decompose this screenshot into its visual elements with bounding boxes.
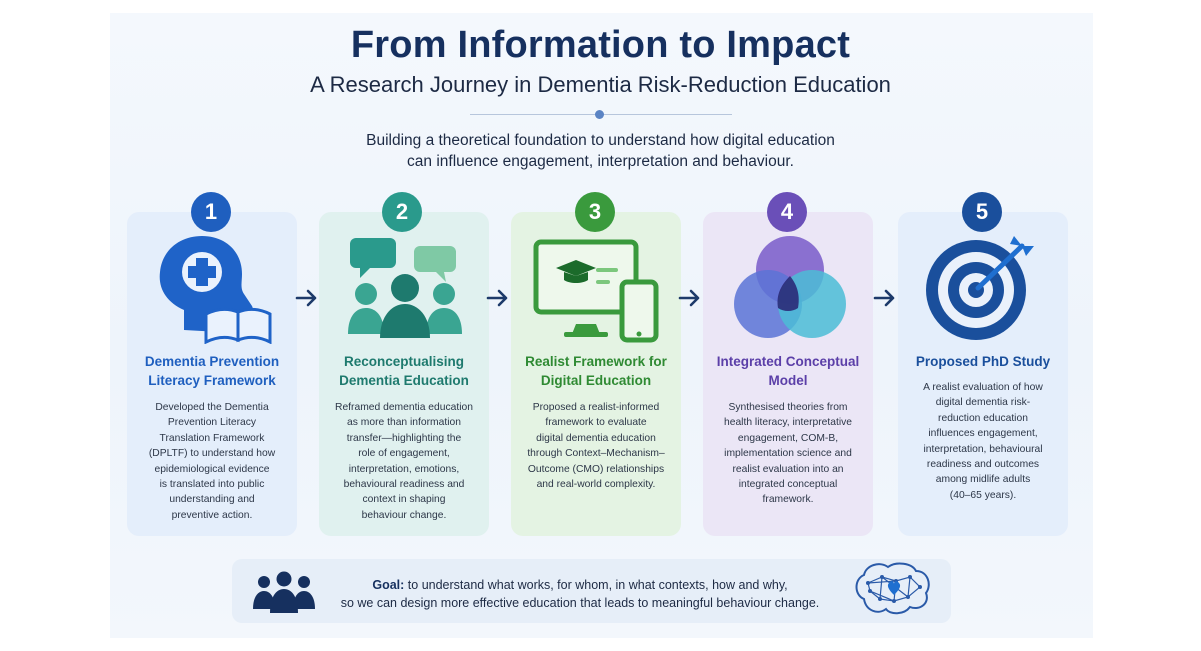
goal-statement: Goal: to understand what works, for whom… bbox=[300, 576, 860, 612]
step-description-line: health literacy, interpretative bbox=[723, 417, 852, 429]
step-description-line: transfer—highlighting the bbox=[346, 432, 462, 444]
group-discussion-icon bbox=[348, 238, 462, 338]
step-description-line: (DPLTF) to understand how bbox=[148, 448, 276, 460]
step-description-line: is translated into public bbox=[159, 479, 265, 491]
step-description: Developed the Dementia Prevention Litera… bbox=[127, 400, 297, 523]
step-description-line: Developed the Dementia bbox=[155, 402, 269, 413]
step-description-line: readiness and outcomes bbox=[926, 459, 1040, 471]
step-title-line: Proposed PhD Study bbox=[915, 354, 1051, 369]
step-description-line: framework. bbox=[762, 494, 814, 506]
step-description: Synthesised theories from health literac… bbox=[703, 400, 873, 508]
step-description-line: reduction education bbox=[938, 412, 1028, 424]
step-description: Proposed a realist-informed framework to… bbox=[511, 400, 681, 492]
step-description: A realist evaluation of how digital deme… bbox=[898, 380, 1068, 503]
step-description-line: behavioural readiness and bbox=[343, 479, 465, 491]
intro-line: can influence engagement, interpretation… bbox=[407, 153, 794, 170]
page-title: From Information to Impact bbox=[350, 24, 851, 66]
step-description-line: implementation science and bbox=[724, 448, 852, 460]
goal-banner bbox=[232, 559, 951, 623]
goal-line-2: so we can design more effective educatio… bbox=[340, 596, 820, 610]
step-description: Reframed dementia education as more than… bbox=[319, 400, 489, 523]
page-subtitle: A Research Journey in Dementia Risk-Redu… bbox=[310, 72, 891, 97]
head-book-icon bbox=[159, 236, 272, 344]
step-description-line: epidemiological evidence bbox=[154, 463, 270, 475]
step-number-badge: 2 bbox=[382, 192, 422, 232]
step-title-line: Dementia Education bbox=[339, 373, 469, 388]
step-title: Realist Framework for Digital Education bbox=[511, 352, 681, 390]
step-description-line: Reframed dementia education bbox=[335, 402, 473, 413]
step-description-line: framework to evaluate bbox=[545, 417, 647, 429]
step-description-line: context in shaping bbox=[362, 494, 446, 506]
step-description-line: realist evaluation into an bbox=[732, 463, 844, 475]
step-title: Proposed PhD Study bbox=[898, 352, 1068, 371]
step-title-line: Reconceptualising bbox=[343, 354, 465, 369]
arrow-right-icon bbox=[486, 289, 508, 307]
step-title: Integrated Conceptual Model bbox=[703, 352, 873, 390]
step-title-line: Digital Education bbox=[540, 373, 652, 388]
step-description-line: digital dementia risk- bbox=[935, 397, 1031, 409]
step-description-line: Outcome (CMO) relationships bbox=[527, 463, 665, 475]
people-group-icon bbox=[253, 571, 315, 613]
arrow-right-icon bbox=[295, 289, 317, 307]
step-description-line: preventive action. bbox=[171, 509, 253, 521]
step-description-line: among midlife adults bbox=[935, 474, 1031, 486]
brain-network-heart-icon bbox=[855, 562, 930, 615]
step-description-line: influences engagement, bbox=[928, 428, 1038, 440]
step-title-line: Realist Framework for bbox=[525, 354, 667, 369]
step-description-line: Proposed a realist-informed bbox=[532, 402, 660, 413]
step-title-line: Integrated Conceptual bbox=[716, 354, 860, 369]
step-description-line: Prevention Literacy bbox=[167, 417, 257, 429]
intro-line: Building a theoretical foundation to und… bbox=[366, 132, 835, 149]
step-card-2 bbox=[319, 212, 489, 536]
arrow-right-icon bbox=[873, 289, 895, 307]
step-description-line: role of engagement, bbox=[358, 448, 450, 460]
step-number-badge: 4 bbox=[767, 192, 807, 232]
goal-line-1: Goal: to understand what works, for whom… bbox=[300, 576, 860, 594]
step-description-line: interpretation, behavioural bbox=[923, 443, 1043, 455]
step-description-line: through Context–Mechanism– bbox=[527, 448, 665, 460]
step-description-line: behaviour change. bbox=[361, 509, 447, 521]
step-title: Dementia Prevention Literacy Framework bbox=[127, 352, 297, 390]
step-number-badge: 3 bbox=[575, 192, 615, 232]
step-number-badge: 1 bbox=[191, 192, 231, 232]
step-description-line: interpretation, emotions, bbox=[348, 463, 460, 475]
intro-text: Building a theoretical foundation to und… bbox=[0, 130, 1201, 172]
step-description-line: (40–65 years). bbox=[949, 489, 1017, 501]
goal-label: Goal: bbox=[372, 578, 405, 592]
step-description-line: digital dementia education bbox=[536, 432, 656, 444]
step-description-line: integrated conceptual bbox=[738, 479, 838, 491]
step-title-line: Model bbox=[768, 373, 808, 388]
target-arrow-icon bbox=[926, 236, 1034, 340]
venn-diagram-icon bbox=[734, 236, 846, 338]
step-description-line: A realist evaluation of how bbox=[923, 382, 1043, 393]
monitor-graduation-icon bbox=[533, 239, 659, 343]
step-description-line: Translation Framework bbox=[159, 432, 265, 444]
step-title: Reconceptualising Dementia Education bbox=[319, 352, 489, 390]
arrow-right-icon bbox=[678, 289, 700, 307]
step-title-line: Literacy Framework bbox=[148, 373, 276, 388]
step-description-line: understanding and bbox=[169, 494, 255, 506]
step-title-line: Dementia Prevention bbox=[144, 354, 280, 369]
step-number-badge: 5 bbox=[962, 192, 1002, 232]
step-description-line: Synthesised theories from bbox=[728, 402, 848, 413]
step-description-line: as more than information bbox=[347, 417, 461, 429]
divider-dot bbox=[595, 110, 604, 119]
goal-text-1: to understand what works, for whom, in w… bbox=[407, 578, 788, 592]
step-description-line: engagement, COM-B, bbox=[737, 432, 839, 444]
step-description-line: and real-world complexity. bbox=[536, 479, 656, 491]
